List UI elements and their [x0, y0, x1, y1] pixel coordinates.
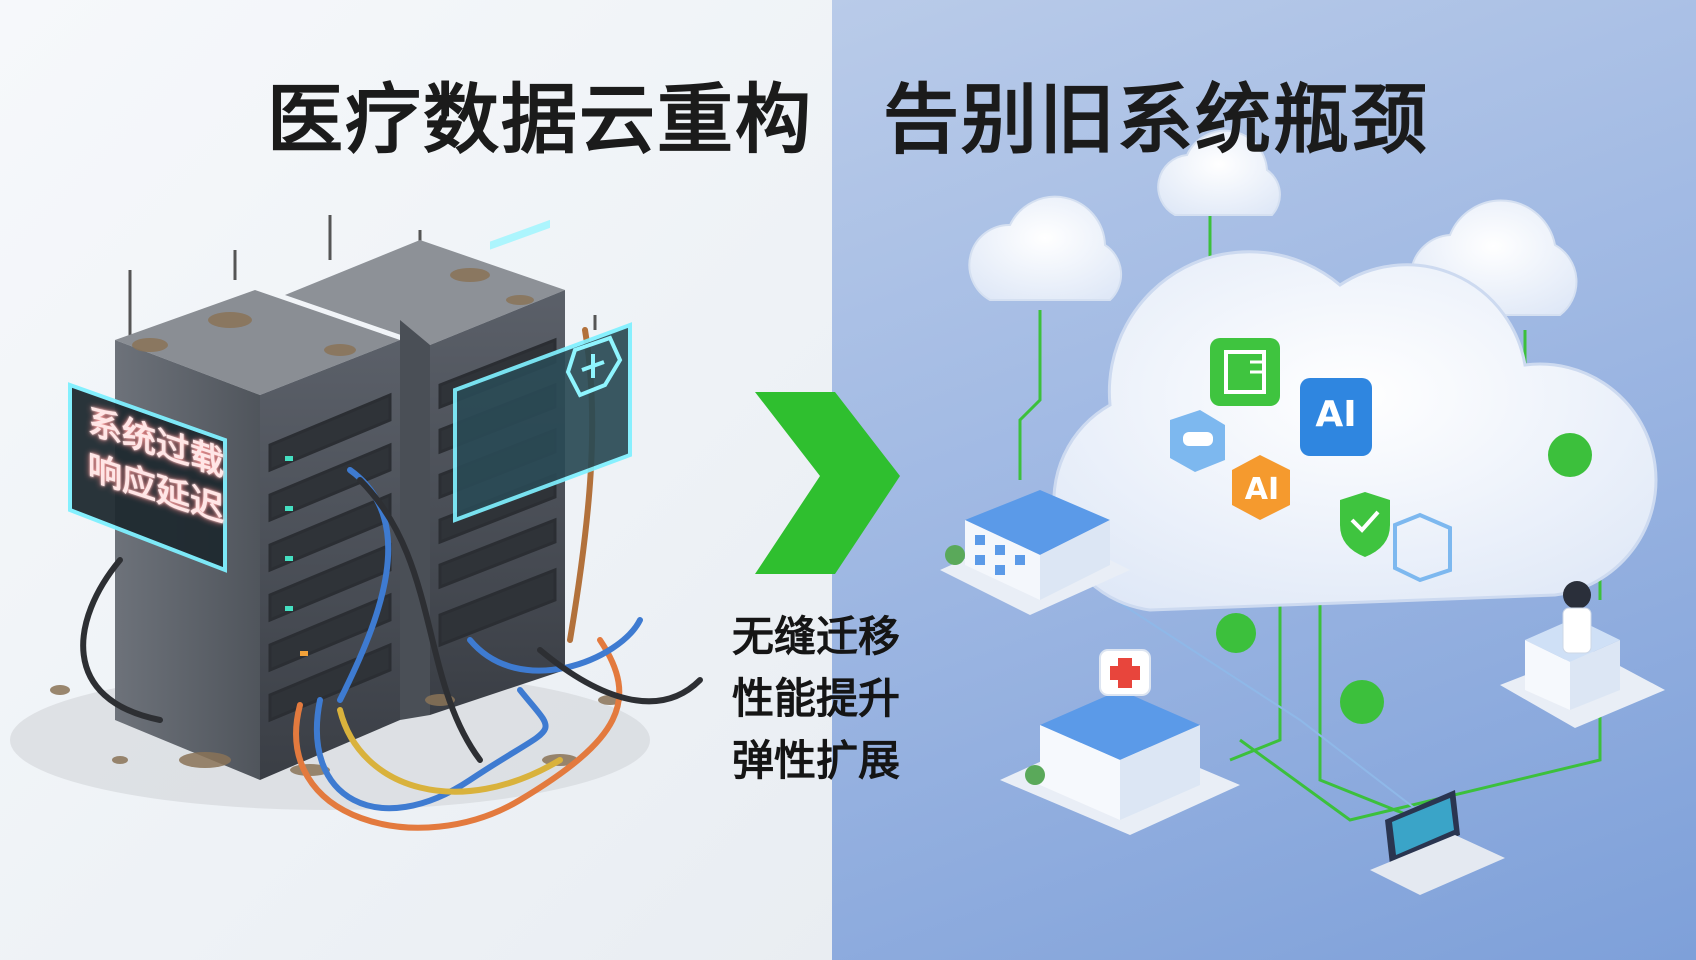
car-icon — [1170, 410, 1225, 472]
benefit-list: 无缝迁移 性能提升 弹性扩展 — [732, 606, 932, 792]
ai-blue-label: AI — [1315, 394, 1357, 435]
laptop-device — [1370, 790, 1505, 895]
document-app-icon — [1210, 338, 1280, 406]
overload-warning-panel — [68, 382, 227, 573]
sync-badges — [1216, 433, 1592, 724]
plant-icon — [1025, 765, 1045, 785]
medical-cross-icon — [565, 335, 623, 398]
plant-icon — [945, 545, 965, 565]
hospital-building — [1000, 649, 1240, 835]
rack-1-leds — [285, 456, 308, 656]
page-title: 医疗数据云重构告别旧系统瓶颈 — [0, 58, 1696, 168]
ai-orange-icon — [1232, 455, 1290, 520]
clinic-building — [1500, 581, 1665, 728]
sync-icon — [1340, 680, 1384, 724]
title-left: 医疗数据云重构 — [267, 75, 813, 164]
small-cloud-left — [968, 195, 1123, 301]
tangled-cables — [80, 327, 703, 831]
benefit-item-elastic-scaling: 弹性扩展 — [732, 736, 901, 785]
medical-hologram-panel — [453, 219, 632, 523]
doctor-avatar — [1563, 581, 1591, 609]
legacy-server-illustration — [10, 215, 703, 831]
office-building — [940, 490, 1130, 615]
sync-icon — [1216, 613, 1256, 653]
benefit-item-seamless-migration: 无缝迁移 — [732, 612, 901, 661]
lock-icon — [1393, 512, 1452, 583]
title-right: 告别旧系统瓶颈 — [883, 75, 1429, 164]
ai-orange-label: AI — [1244, 472, 1280, 507]
ai-blue-icon — [1300, 378, 1372, 456]
sync-icon — [1548, 433, 1592, 477]
benefit-item-performance-boost: 性能提升 — [732, 674, 901, 723]
dirt-debris — [50, 268, 622, 776]
shield-icon — [1340, 492, 1390, 557]
small-cloud-top — [1157, 129, 1281, 216]
